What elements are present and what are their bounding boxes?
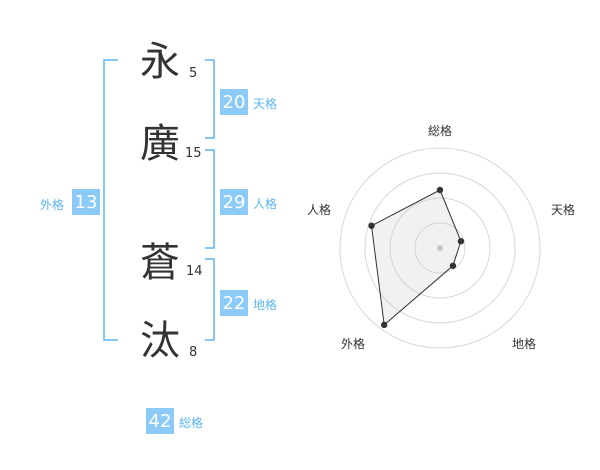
tenkaku-label: 天格: [253, 97, 278, 111]
radar-point: [436, 186, 444, 194]
given-stroke-1: 14: [186, 264, 203, 279]
given-char-2: 汰: [140, 318, 180, 364]
given-stroke-2: 8: [189, 345, 198, 360]
gaikaku-bracket: [103, 59, 118, 341]
radar-label-jinkaku: 人格: [307, 203, 332, 217]
jinkaku-label: 人格: [253, 197, 278, 211]
radar-points: [368, 186, 465, 329]
surname-char-1: 永: [140, 39, 180, 85]
tenkaku-bracket: [205, 59, 215, 139]
radar-label-chikaku: 地格: [512, 337, 537, 351]
gaikaku-badge: 13: [72, 189, 100, 215]
surname-char-2: 廣: [140, 121, 180, 167]
soukaku-label: 総格: [179, 416, 204, 430]
radar-label-tenkaku: 天格: [551, 203, 576, 217]
jinkaku-badge: 29: [220, 189, 248, 215]
chikaku-bracket: [205, 258, 215, 341]
radar-ring: [339, 147, 541, 349]
radar-point: [380, 321, 388, 329]
radar-label-gaikaku: 外格: [341, 337, 366, 351]
radar-point: [457, 238, 465, 245]
radar-point: [449, 262, 457, 269]
chikaku-label: 地格: [253, 298, 278, 312]
jinkaku-bracket: [205, 149, 215, 249]
radar-ring: [364, 172, 516, 324]
radar-rings: [339, 147, 541, 349]
surname-stroke-1: 5: [189, 66, 198, 81]
gaikaku-label: 外格: [40, 198, 65, 212]
radar-label-soukaku: 総格: [428, 124, 453, 138]
radar-polygon-group: [370, 189, 462, 326]
radar-ring: [389, 197, 491, 299]
radar-center-dot: [437, 245, 443, 251]
radar-ring: [414, 222, 466, 274]
radar-polygon: [370, 189, 462, 326]
given-char-1: 蒼: [140, 240, 180, 286]
chikaku-badge: 22: [220, 290, 248, 316]
tenkaku-badge: 20: [220, 89, 248, 115]
radar-point: [368, 222, 375, 229]
surname-stroke-2: 15: [185, 146, 202, 161]
soukaku-badge: 42: [146, 408, 174, 434]
